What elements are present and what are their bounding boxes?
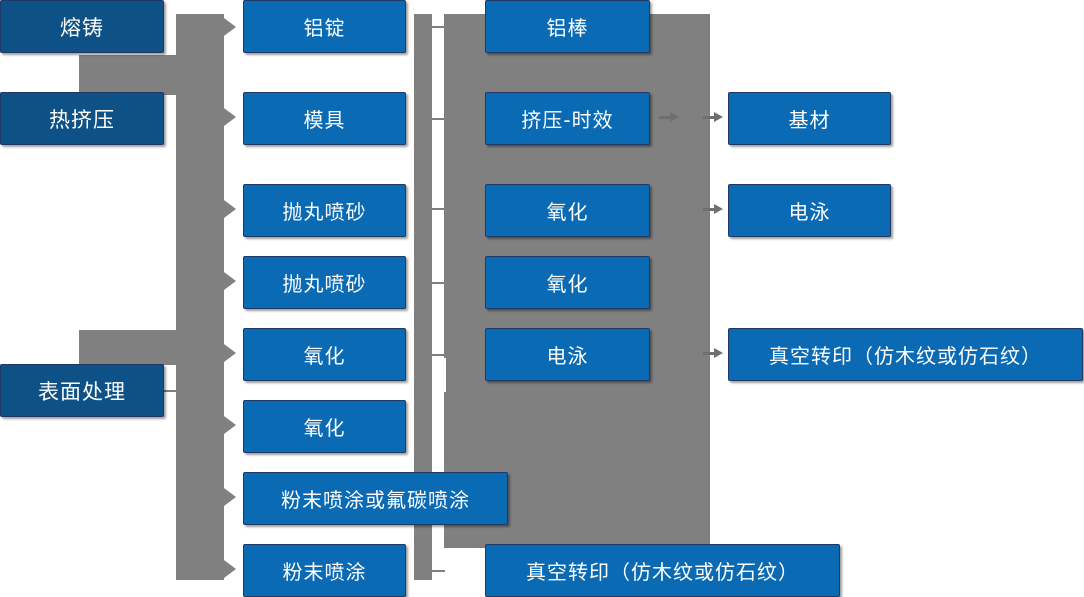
process-box-oxidation-2[interactable]: 氧化 bbox=[243, 400, 406, 453]
process-box-base-material[interactable]: 基材 bbox=[728, 92, 891, 145]
connector-rung-6 bbox=[431, 570, 445, 572]
connector-rung-3 bbox=[431, 208, 445, 210]
process-box-shot-blast-1[interactable]: 抛丸喷砂 bbox=[243, 184, 406, 237]
connector-rung-4 bbox=[431, 282, 445, 284]
process-box-oxidation-1[interactable]: 氧化 bbox=[243, 328, 406, 381]
process-box-aluminum-ingot[interactable]: 铝锭 bbox=[243, 0, 406, 53]
process-box-shot-blast-2[interactable]: 抛丸喷砂 bbox=[243, 256, 406, 309]
connector-surface-horizontal bbox=[79, 330, 189, 370]
process-box-powder-or-fluorocarbon-coating[interactable]: 粉末喷涂或氟碳喷涂 bbox=[243, 472, 508, 525]
process-box-oxidation-4[interactable]: 氧化 bbox=[485, 256, 650, 309]
process-box-electrophoresis-1[interactable]: 电泳 bbox=[485, 328, 650, 381]
stage-box-extrusion[interactable]: 热挤压 bbox=[0, 92, 164, 145]
connector-rung-5 bbox=[431, 354, 445, 356]
connector-line-surface bbox=[160, 390, 182, 392]
connector-rung-1 bbox=[431, 26, 445, 28]
process-box-aluminum-bar[interactable]: 铝棒 bbox=[485, 0, 650, 53]
process-box-vacuum-transfer-2[interactable]: 真空转印（仿木纹或仿石纹） bbox=[728, 328, 1083, 381]
arrow-trunk-6 bbox=[224, 416, 236, 434]
process-box-vacuum-transfer-1[interactable]: 真空转印（仿木纹或仿石纹） bbox=[485, 544, 840, 597]
connector-rung-2 bbox=[431, 118, 445, 120]
process-box-mold[interactable]: 模具 bbox=[243, 92, 406, 145]
stage-box-melting[interactable]: 熔铸 bbox=[0, 0, 164, 53]
arrow-trunk-4 bbox=[224, 272, 236, 290]
stage-box-surface[interactable]: 表面处理 bbox=[0, 364, 164, 417]
process-box-oxidation-3[interactable]: 氧化 bbox=[485, 184, 650, 237]
arrow-trunk-2 bbox=[224, 108, 236, 126]
connector-melting-horizontal bbox=[79, 55, 189, 95]
arrow-trunk-7 bbox=[224, 488, 236, 506]
arrow-trunk-3 bbox=[224, 200, 236, 218]
arrow-trunk-1 bbox=[224, 18, 236, 36]
connector-rail-gap bbox=[432, 358, 446, 392]
connector-rail-left bbox=[414, 14, 432, 580]
connector-main-trunk bbox=[176, 14, 224, 580]
arrow-trunk-5 bbox=[224, 344, 236, 362]
process-box-extrusion-aging[interactable]: 挤压-时效 bbox=[485, 92, 650, 145]
process-box-powder-coating[interactable]: 粉末喷涂 bbox=[243, 544, 406, 597]
process-box-electrophoresis-2[interactable]: 电泳 bbox=[728, 184, 891, 237]
arrow-trunk-8 bbox=[224, 560, 236, 578]
